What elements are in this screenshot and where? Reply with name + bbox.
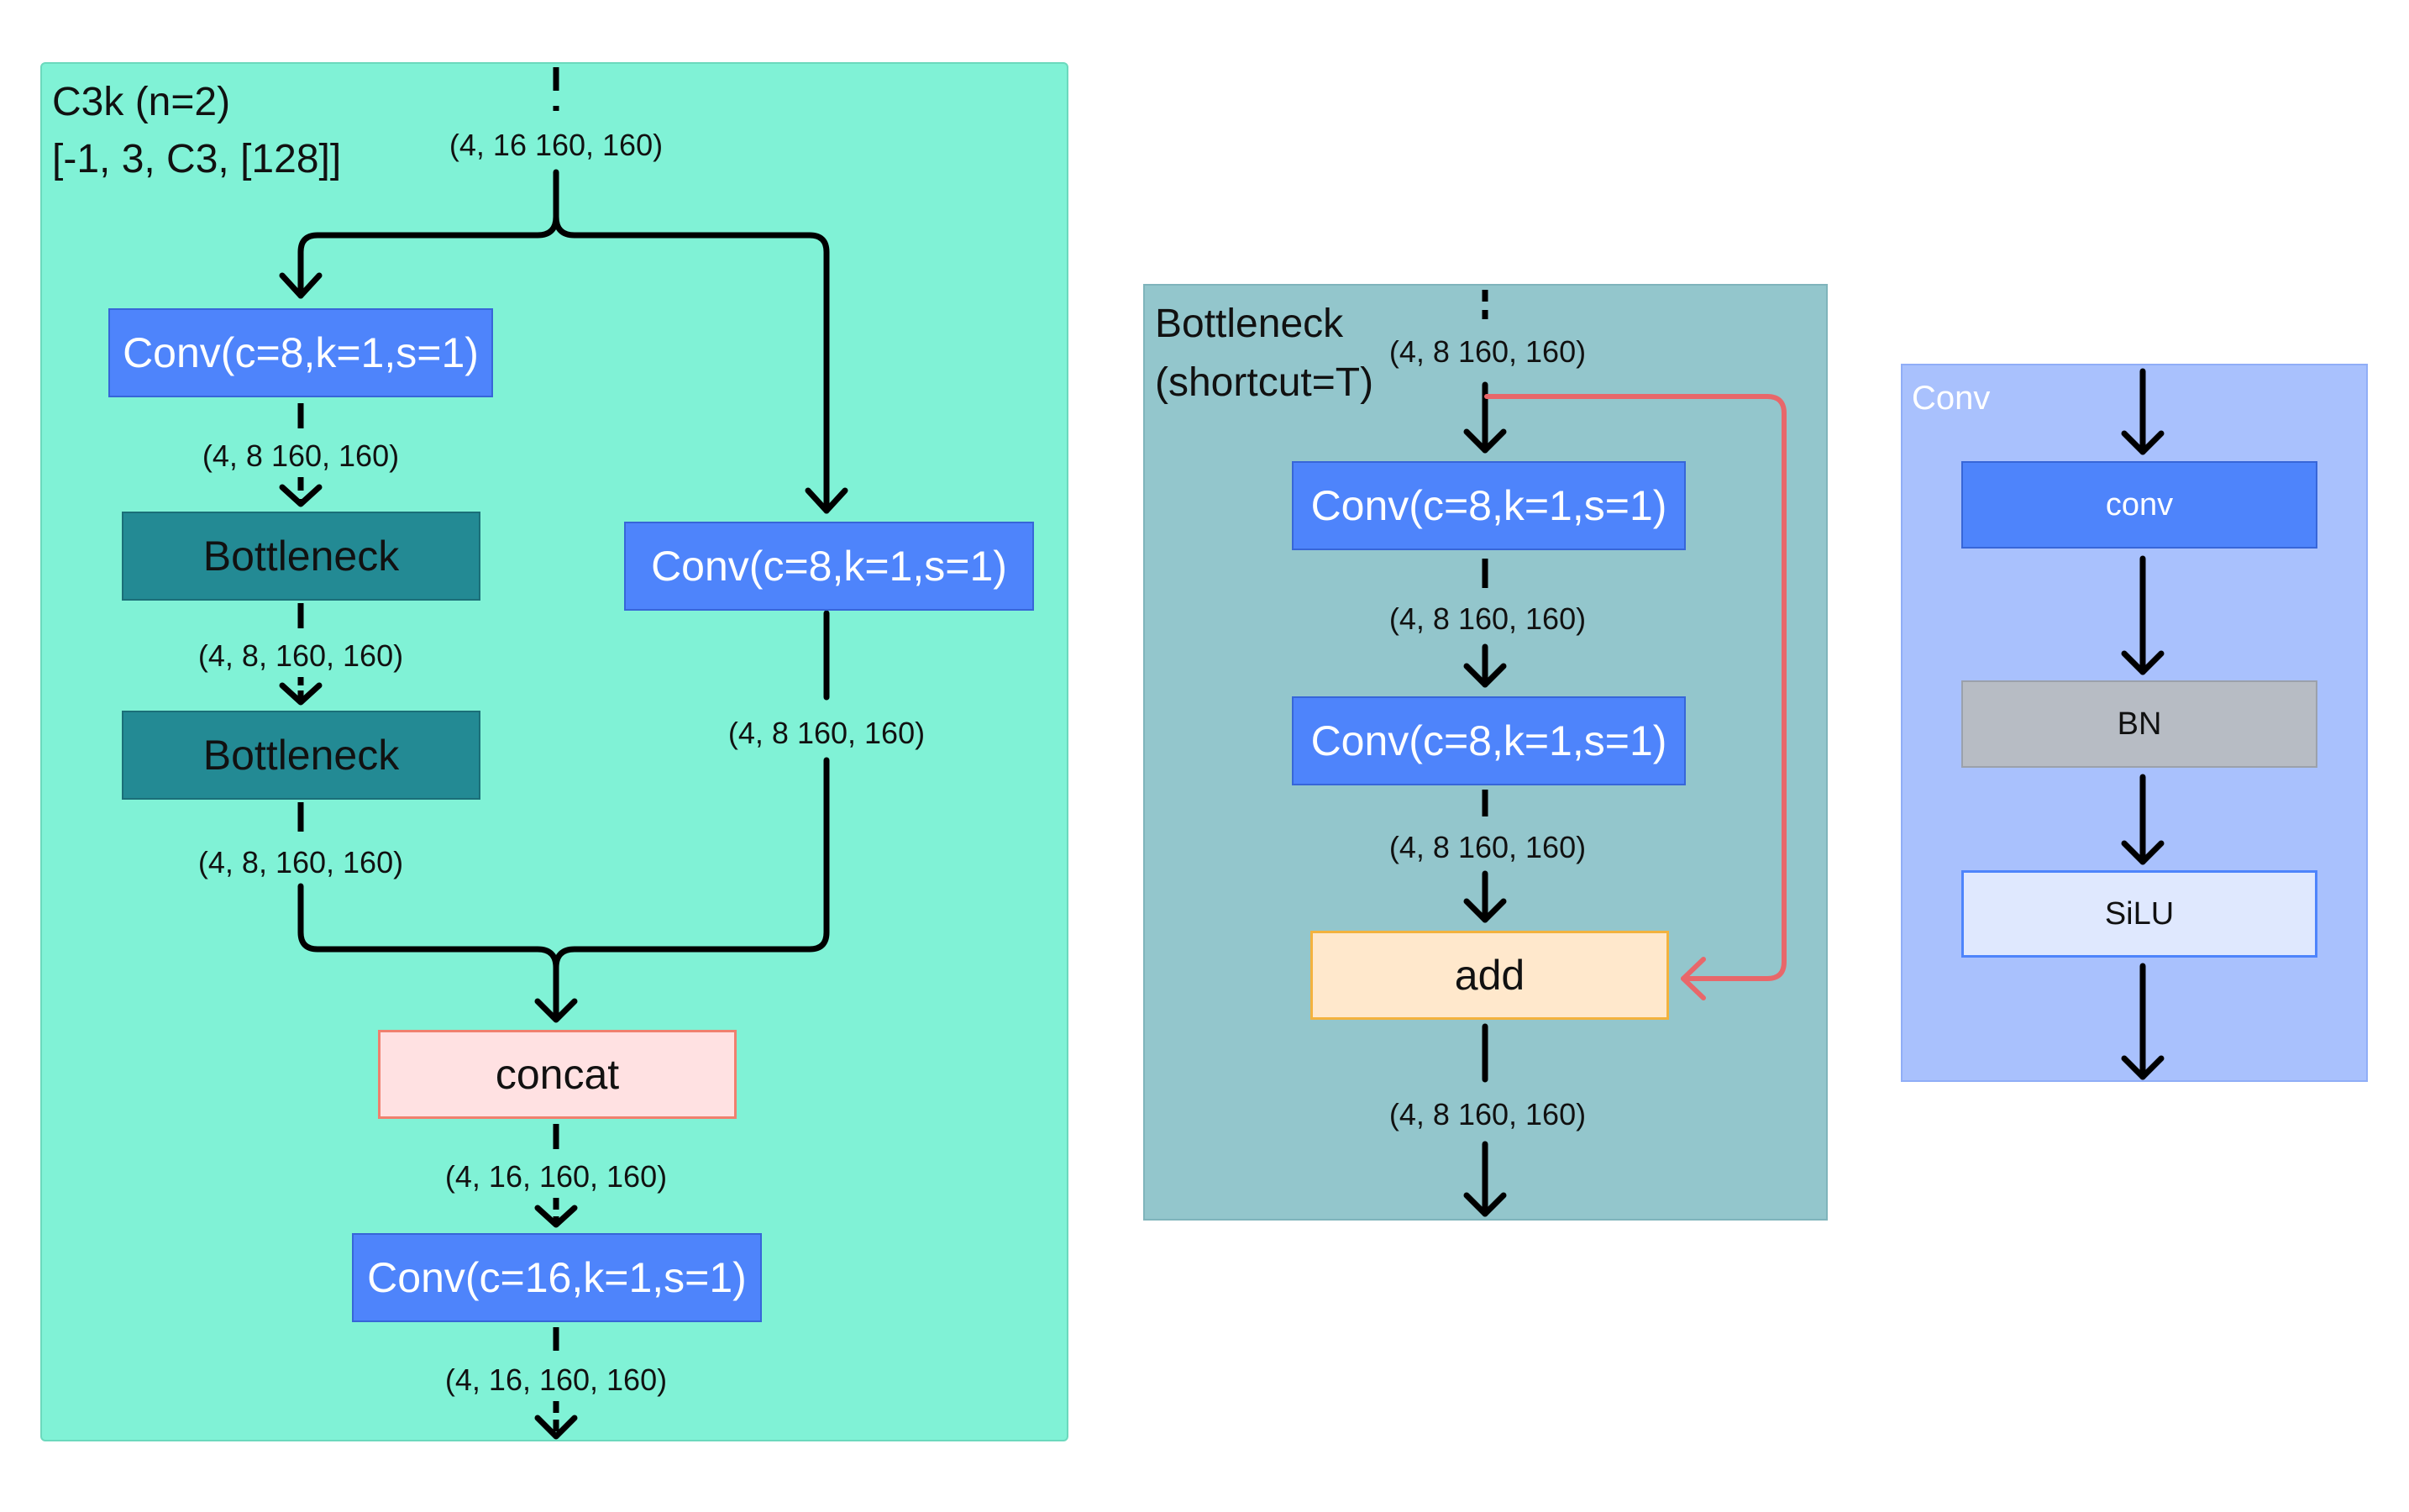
conv-bn-node: BN bbox=[1961, 680, 2317, 768]
c3k-title: C3k (n=2) bbox=[52, 80, 231, 124]
conv-silu-node: SiLU bbox=[1961, 870, 2317, 958]
c3k-merge-left-edge bbox=[297, 883, 559, 1021]
bottleneck-title: Bottleneck bbox=[1155, 302, 1344, 346]
c3k-conv-right-node: Conv(c=8,k=1,s=1) bbox=[624, 522, 1034, 611]
c3k-shape-after-bottleneck-2: (4, 8, 160, 160) bbox=[197, 845, 404, 879]
c3k-input-shape: (4, 16 160, 160) bbox=[449, 128, 664, 162]
c3k-bottleneck-1-node: Bottleneck bbox=[122, 512, 480, 601]
c3k-shape-after-conv-right: (4, 8 160, 160) bbox=[727, 716, 926, 750]
c3k-shape-after-bottleneck-1: (4, 8, 160, 160) bbox=[197, 638, 404, 673]
bottleneck-shape-out: (4, 8 160, 160) bbox=[1388, 1097, 1587, 1131]
bottleneck-conv-1-node: Conv(c=8,k=1,s=1) bbox=[1292, 461, 1686, 550]
c3k-bottleneck-2-node: Bottleneck bbox=[122, 711, 480, 800]
shortcut-edge bbox=[1484, 394, 1787, 981]
c3k-shape-out: (4, 16, 160, 160) bbox=[444, 1362, 668, 1397]
bottleneck-conv-2-node: Conv(c=8,k=1,s=1) bbox=[1292, 696, 1686, 785]
c3k-concat-node: concat bbox=[378, 1030, 737, 1119]
bottleneck-shape-after-conv-2: (4, 8 160, 160) bbox=[1388, 830, 1587, 864]
c3k-split-left-edge bbox=[297, 213, 559, 299]
c3k-shape-after-conv-left: (4, 8 160, 160) bbox=[202, 438, 400, 473]
bottleneck-add-node: add bbox=[1310, 931, 1669, 1020]
conv-panel-title: Conv bbox=[1912, 380, 1991, 417]
c3k-shape-after-concat: (4, 16, 160, 160) bbox=[444, 1159, 668, 1194]
bottleneck-input-shape: (4, 8 160, 160) bbox=[1388, 334, 1587, 369]
bottleneck-shape-after-conv-1: (4, 8 160, 160) bbox=[1388, 601, 1587, 636]
c3k-split-right-edge bbox=[553, 213, 830, 514]
conv-conv-node: conv bbox=[1961, 461, 2317, 549]
c3k-conv-out-node: Conv(c=16,k=1,s=1) bbox=[352, 1233, 762, 1322]
c3k-args: [-1, 3, C3, [128]] bbox=[52, 137, 342, 181]
c3k-conv-left-node: Conv(c=8,k=1,s=1) bbox=[108, 308, 493, 397]
bottleneck-shortcut-label: (shortcut=T) bbox=[1155, 360, 1374, 405]
